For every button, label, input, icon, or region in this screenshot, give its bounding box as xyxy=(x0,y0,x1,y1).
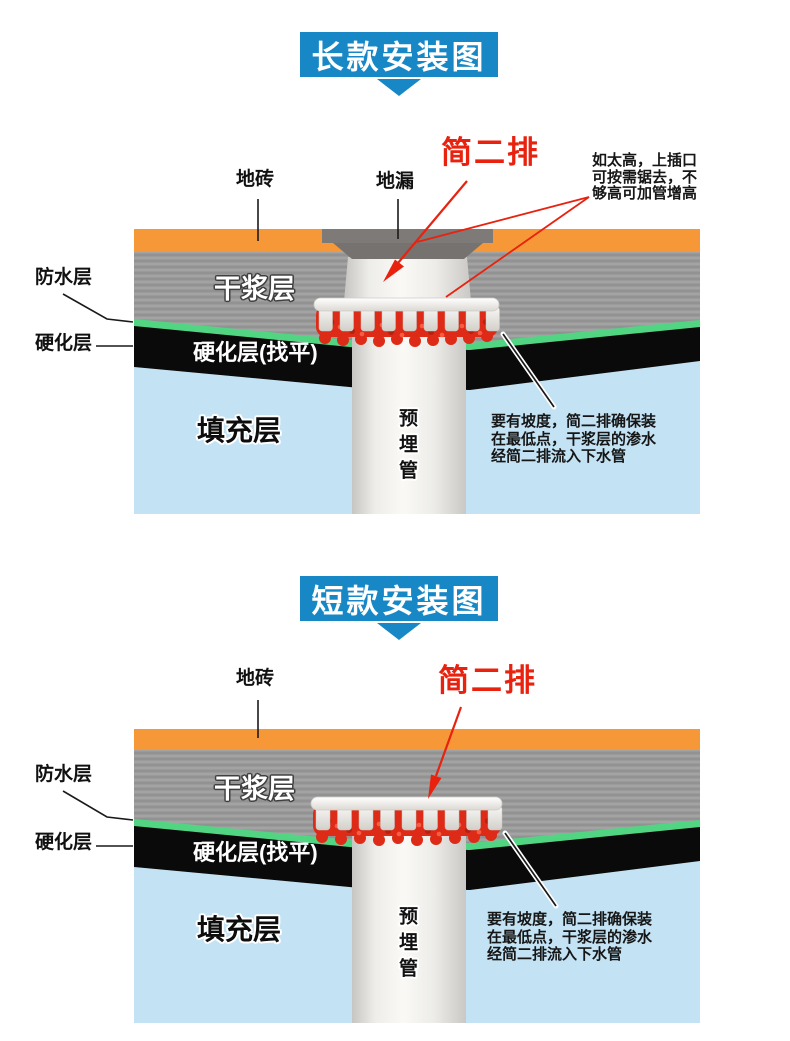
short-diagram xyxy=(62,700,700,1023)
short-banner-arrow-icon xyxy=(377,623,421,640)
mortar-layer-label: 干浆层 xyxy=(214,774,295,804)
note-line: 经简二排流入下水管 xyxy=(491,448,627,465)
slope-note: 要有坡度，简二排确保装 在最低点，干浆层的渗水 经简二排流入下水管 xyxy=(491,413,656,466)
height-note-line-2 xyxy=(445,196,590,298)
embedded-pipe-label: 预埋管 xyxy=(395,408,417,486)
note-line: 经简二排流入下水管 xyxy=(487,946,623,963)
tile-layer xyxy=(134,729,700,750)
height-adjust-note: 如太高，上插口 可按需锯去，不 够高可加管增高 xyxy=(592,152,698,203)
hardened-label: 硬化层 xyxy=(35,333,93,354)
product-arrowhead xyxy=(383,259,404,282)
slope-note: 要有坡度，简二排确保装 在最低点，干浆层的渗水 经简二排流入下水管 xyxy=(487,911,652,964)
hardened-leveling-label: 硬化层(找平) xyxy=(193,340,318,365)
note-line: 在最低点，干浆层的渗水 xyxy=(487,928,653,946)
floor-drain-flange xyxy=(322,229,493,243)
note-line: 要有坡度，简二排确保装 xyxy=(487,911,653,928)
note-line: 如太高，上插口 xyxy=(592,152,698,169)
embedded-pipe-label: 预埋管 xyxy=(395,906,417,984)
waterproof-label: 防水层 xyxy=(35,764,93,785)
height-note-line-1 xyxy=(416,196,590,243)
note-line: 够高可加管增高 xyxy=(592,185,698,202)
long-version-title-banner: 长款安装图 xyxy=(300,32,498,77)
waterproof-leader-line xyxy=(62,790,134,821)
mortar-layer-label: 干浆层 xyxy=(214,274,295,304)
product-name-label: 简二排 xyxy=(441,135,540,170)
short-leader-lines xyxy=(62,700,259,847)
waterproof-leader-line xyxy=(62,293,134,323)
tile-label: 地砖 xyxy=(236,668,275,689)
waterproof-label: 防水层 xyxy=(35,267,93,288)
product-crown-teeth xyxy=(315,805,503,831)
slope-note-leader xyxy=(504,832,557,907)
product-name-label: 简二排 xyxy=(438,663,537,698)
embedded-pipe xyxy=(352,330,466,514)
tile-label: 地砖 xyxy=(236,169,275,190)
mortar-layer xyxy=(134,750,700,843)
product-arrow-line xyxy=(434,706,463,777)
product-arrowhead xyxy=(428,774,442,799)
product-arrow-line xyxy=(397,180,468,264)
drain-spigot xyxy=(344,257,471,301)
long-leader-lines xyxy=(62,199,399,347)
note-line: 在最低点，干浆层的渗水 xyxy=(491,430,657,448)
floor-drain-label: 地漏 xyxy=(376,171,415,192)
long-banner-arrow-icon xyxy=(377,79,421,96)
product-crown-teeth xyxy=(318,306,500,332)
note-line: 可按需锯去，不 xyxy=(592,168,698,186)
fill-layer-label: 填充层 xyxy=(197,914,282,945)
hardened-label: 硬化层 xyxy=(35,832,93,853)
embedded-pipe xyxy=(352,830,466,1023)
hardened-leveling-label: 硬化层(找平) xyxy=(193,840,318,865)
short-version-title-banner: 短款安装图 xyxy=(300,576,498,621)
product-crown-lip xyxy=(313,297,500,312)
long-diagram xyxy=(62,180,700,514)
note-line: 要有坡度，简二排确保装 xyxy=(491,413,657,430)
long-red-annotations xyxy=(397,180,590,298)
product-crown-lip xyxy=(310,796,503,811)
fill-layer-label: 填充层 xyxy=(197,415,282,446)
slope-note-leader xyxy=(502,333,555,408)
